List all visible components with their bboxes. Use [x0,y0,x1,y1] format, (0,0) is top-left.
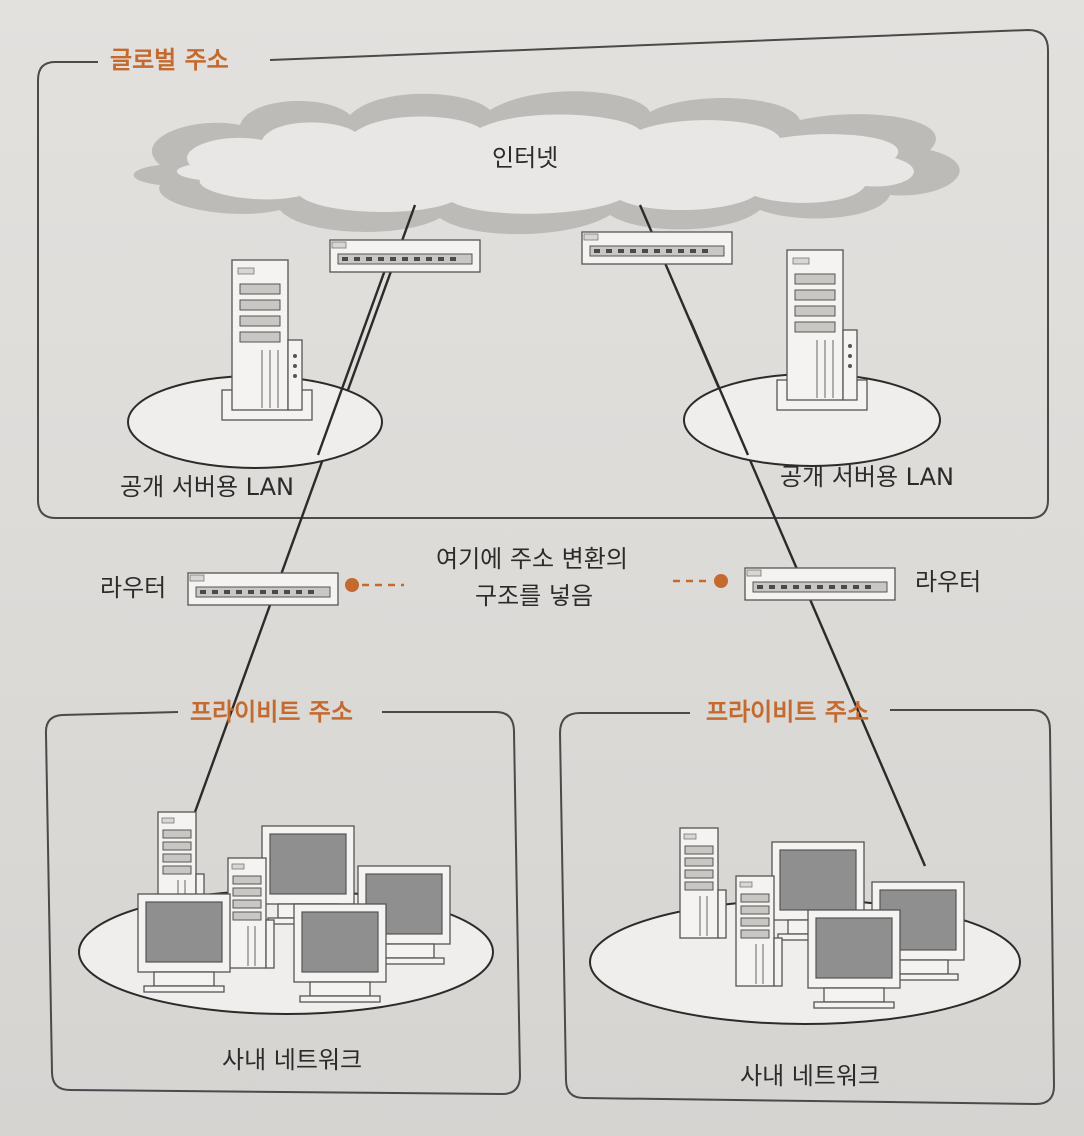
router-left-icon [187,572,339,606]
private-left-label: 프라이비트 주소 [190,698,353,726]
annotation-dot-left [345,578,359,592]
router-right: 라우터 [744,567,981,601]
connection-lines [193,204,927,867]
intranet-right-label: 사내 네트워크 [740,1062,880,1090]
intranet-server-right-icon [679,827,727,939]
link-internet-to-right [638,204,927,867]
nat-annotation: 여기에 주소 변환의 구조를 넣음 [345,545,728,610]
router-right-icon [744,567,896,601]
annotation-line-1: 여기에 주소 변환의 [436,545,628,573]
private-region-right: 프라이비트 주소 사내 네트워크 [558,698,1056,1106]
public-lan-left: 공개 서버용 LAN [120,259,383,501]
router-left-label: 라우터 [100,574,166,602]
public-server-right-icon [776,249,868,411]
global-address-region: 글로벌 주소 [37,28,1049,519]
upper-switch-left-icon [329,239,481,273]
annotation-line-2: 구조를 넣음 [475,582,593,610]
public-lan-right-label: 공개 서버용 LAN [780,463,954,491]
link-left-overlay [316,269,387,456]
router-left: 라우터 [100,572,339,606]
private-right-label: 프라이비트 주소 [706,698,869,726]
router-right-label: 라우터 [915,568,981,596]
internet-label: 인터넷 [492,144,558,172]
upper-switch-right-icon [581,231,733,265]
public-server-left-icon [221,259,313,421]
public-lan-right: 공개 서버용 LAN [683,249,954,491]
public-lan-left-label: 공개 서버용 LAN [120,473,294,501]
link-right-overlay [688,319,750,456]
internet-cloud: 인터넷 [133,91,960,235]
global-address-label: 글로벌 주소 [110,46,229,74]
annotation-dot-right [714,574,728,588]
private-region-left: 프라이비트 주소 사내 네트워크 [44,698,522,1096]
intranet-left-label: 사내 네트워크 [222,1046,362,1074]
link-internet-to-left [193,204,417,813]
